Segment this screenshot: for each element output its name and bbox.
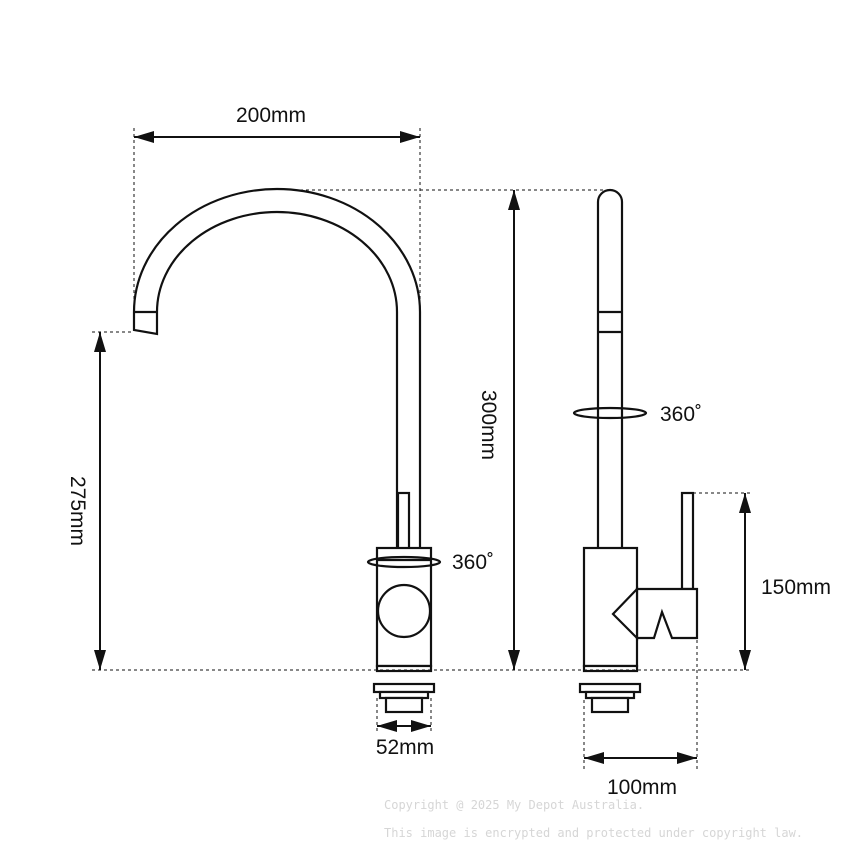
side-lever-wedge <box>611 586 639 641</box>
side-mount-shank <box>590 696 630 714</box>
side-rotation-ring <box>572 406 648 420</box>
extension-lines <box>92 128 752 772</box>
front-spout-tip <box>132 312 159 336</box>
side-mount-washer <box>578 682 642 694</box>
dimension-arrows <box>94 131 751 764</box>
front-spout-inner <box>155 210 399 548</box>
front-base-plate <box>375 664 433 673</box>
side-lever-block <box>635 587 699 640</box>
front-view <box>132 187 442 714</box>
side-spout-tube <box>596 188 624 548</box>
copyright-watermark: Copyright @ 2025 My Depot Australia. Thi… <box>384 798 803 840</box>
watermark-line-2: This image is encrypted and protected un… <box>384 826 803 840</box>
label-side-rotation: 360˚ <box>660 403 702 426</box>
front-mount-washer <box>372 682 436 694</box>
front-spout-outer <box>132 187 422 548</box>
label-spout-reach: 200mm <box>236 104 306 127</box>
front-cartridge-cap <box>376 583 432 639</box>
label-side-depth: 100mm <box>607 776 677 799</box>
label-spout-height: 275mm <box>66 476 89 546</box>
label-total-height: 300mm <box>477 390 500 460</box>
side-lever-handle <box>680 491 695 591</box>
label-front-rotation: 360˚ <box>452 551 494 574</box>
label-handle-height: 150mm <box>761 576 831 599</box>
front-rotation-ring <box>366 555 442 569</box>
watermark-line-1: Copyright @ 2025 My Depot Australia. <box>384 798 644 812</box>
side-view <box>572 188 699 714</box>
label-base-width: 52mm <box>376 736 434 759</box>
side-base-plate <box>582 664 639 673</box>
dimension-labels: 200mm 275mm 300mm 150mm 52mm 100mm 360˚ … <box>66 104 831 799</box>
front-mount-shank <box>384 696 424 714</box>
